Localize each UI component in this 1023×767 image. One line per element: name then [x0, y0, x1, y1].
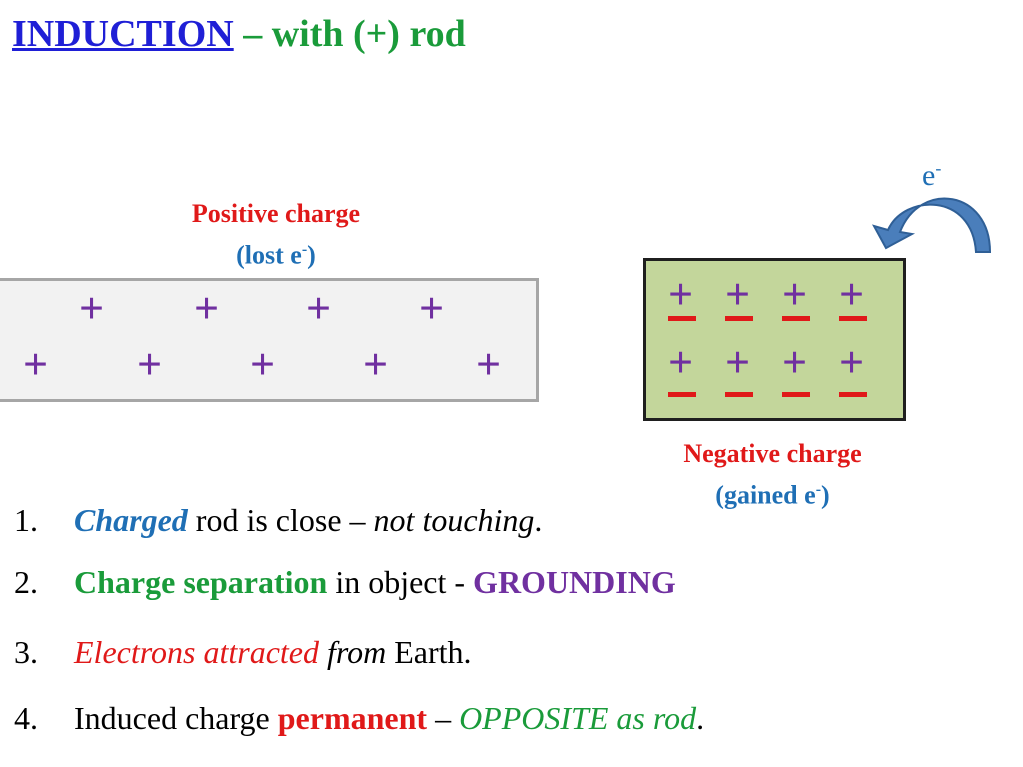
object-minus: [782, 392, 810, 397]
object-minus: [668, 392, 696, 397]
rod-plus: +: [79, 284, 105, 333]
object-minus: [782, 316, 810, 321]
list-item: 2.Charge separation in object - GROUNDIN…: [14, 564, 676, 600]
object-label-charge: Negative charge: [683, 439, 862, 468]
rod-plus: +: [23, 340, 49, 389]
object-minus: [839, 316, 867, 321]
object-label-electrons: (gained e-): [715, 480, 830, 510]
object-plus: +: [839, 270, 865, 319]
neutral-object: + + + + + + + +: [643, 258, 906, 421]
list-item: 1.Charged rod is close – not touching.: [14, 502, 543, 538]
object-minus: [839, 392, 867, 397]
object-plus: +: [782, 270, 808, 319]
rod-plus: +: [419, 284, 445, 333]
object-plus: +: [725, 338, 751, 387]
list-item: 3.Electrons attracted from Earth.: [14, 634, 472, 670]
object-minus: [668, 316, 696, 321]
rod-label-charge: Positive charge: [191, 199, 361, 228]
rod-plus: +: [306, 284, 332, 333]
object-plus: +: [668, 338, 694, 387]
object-plus: +: [725, 270, 751, 319]
object-minus: [725, 392, 753, 397]
charged-rod: + + + + + + + + +: [0, 278, 539, 402]
list-item: 4.Induced charge permanent – OPPOSITE as…: [14, 700, 705, 736]
object-minus: [725, 316, 753, 321]
object-plus: +: [668, 270, 694, 319]
curved-arrow-icon: [871, 197, 992, 253]
rod-plus: +: [137, 340, 163, 389]
slide-title: INDUCTION – with (+) rod: [12, 12, 466, 56]
title-subtitle: – with (+) rod: [233, 13, 466, 55]
rod-label-electrons: (lost e-): [236, 240, 316, 270]
rod-label: Positive charge (lost e-): [146, 196, 406, 274]
title-induction: INDUCTION: [12, 13, 234, 55]
rod-plus: +: [363, 340, 389, 389]
electron-label: e-: [922, 158, 942, 192]
object-plus: +: [782, 338, 808, 387]
rod-plus: +: [194, 284, 220, 333]
object-label: Negative charge (gained e-): [640, 436, 905, 514]
rod-plus: +: [476, 340, 502, 389]
rod-plus: +: [250, 340, 276, 389]
object-plus: +: [839, 338, 865, 387]
